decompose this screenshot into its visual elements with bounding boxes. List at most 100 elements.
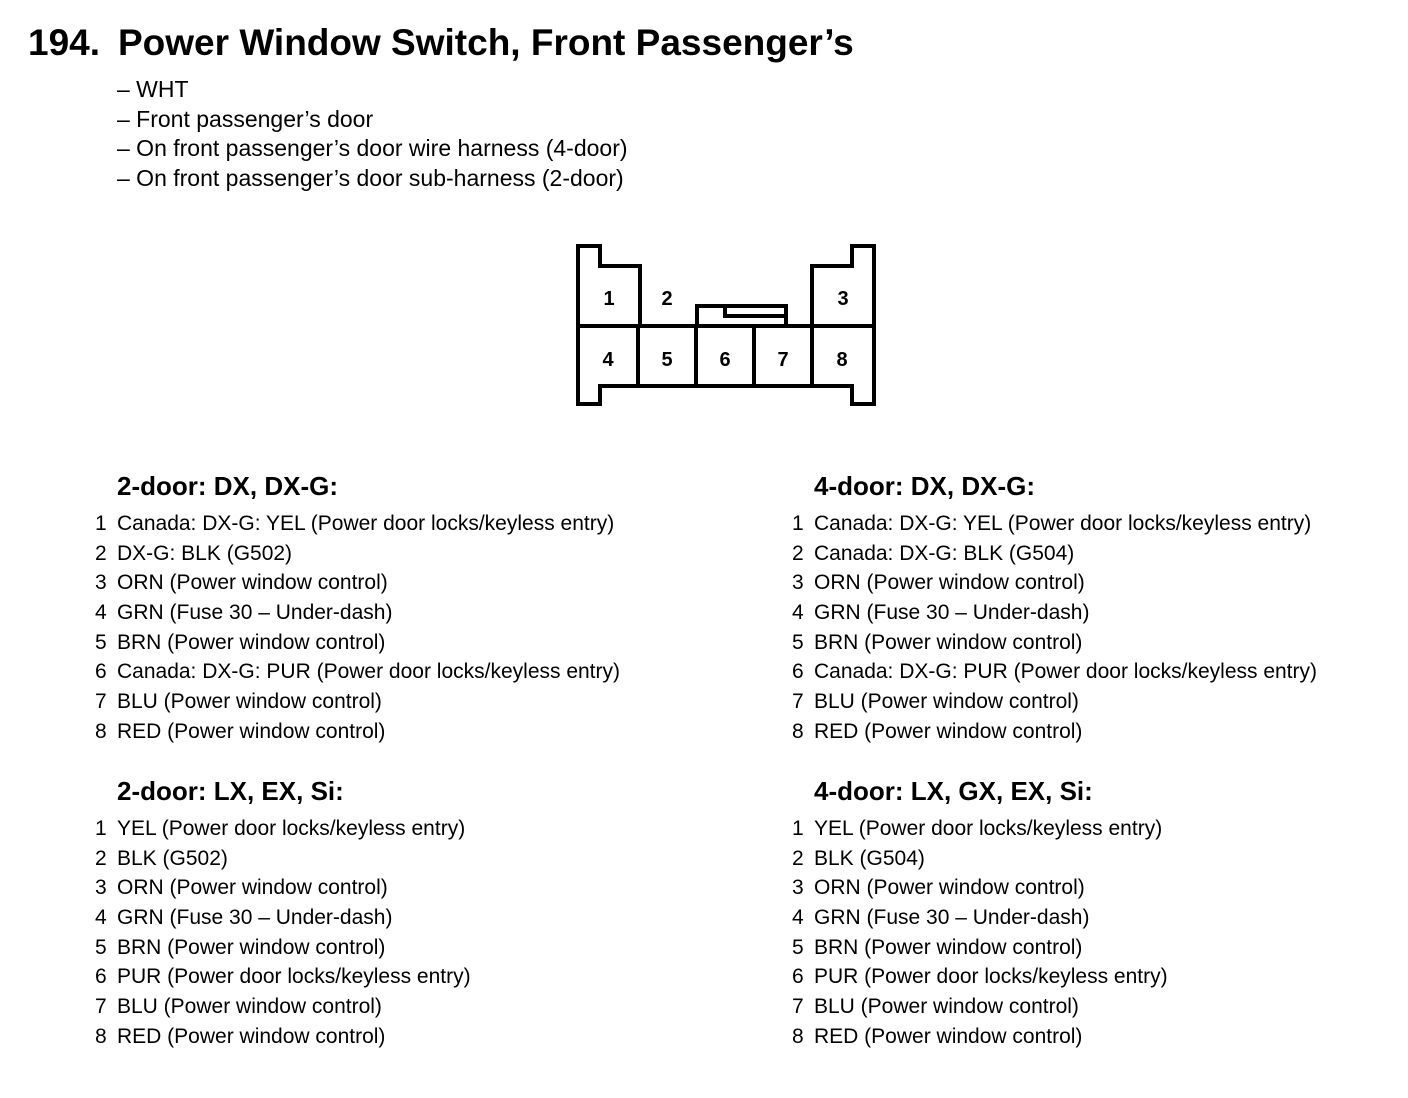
pin-row: 2 DX-G: BLK (G502)	[95, 539, 620, 569]
wire-desc: BLK (G502)	[117, 846, 228, 870]
pin-number: 5	[95, 935, 107, 959]
wire-desc: RED (Power window control)	[814, 719, 1083, 743]
pin-number: 2	[95, 541, 107, 565]
pin-label-7: 7	[777, 349, 788, 371]
pin-label-8: 8	[836, 349, 847, 371]
pin-number: 1	[95, 512, 107, 535]
pin-number: 1	[792, 512, 804, 535]
pin-row: 8 RED (Power window control)	[792, 717, 1317, 747]
wire-desc: RED (Power window control)	[814, 1024, 1083, 1048]
pin-number: 5	[792, 935, 804, 959]
wire-desc: BLU (Power window control)	[117, 690, 382, 714]
pin-row: 1 Canada: DX-G: YEL (Power door locks/key…	[792, 509, 1317, 539]
wire-desc: ORN (Power window control)	[814, 571, 1085, 595]
page-title: 194.Power Window Switch, Front Passenger…	[28, 22, 854, 64]
wire-desc: Canada: DX-G: BLK (G504)	[814, 541, 1075, 565]
wire-desc: ORN (Power window control)	[117, 876, 388, 900]
pin-row: 6 Canada: DX-G: PUR (Power door locks/key…	[95, 657, 620, 687]
wire-desc: GRN (Fuse 30 – Under-dash)	[814, 906, 1090, 930]
wire-desc: Canada: DX-G: PUR (Power door locks/keyl…	[814, 660, 1318, 684]
pin-number: 6	[95, 660, 107, 684]
pin-row: 3 ORN (Power window control)	[95, 873, 471, 903]
pin-number: 4	[792, 906, 804, 930]
pin-number: 6	[792, 965, 804, 989]
pin-number: 4	[792, 601, 804, 625]
pin-row: 4 GRN (Fuse 30 – Under-dash)	[792, 903, 1168, 933]
section-heading: 4-door: DX, DX-G:	[814, 471, 1035, 501]
note-harness-4door: – On front passenger’s door wire harness…	[117, 135, 628, 161]
wire-desc: Canada: DX-G: YEL (Power door locks/keyl…	[814, 512, 1312, 535]
wire-desc: Canada: DX-G: YEL (Power door locks/keyl…	[117, 512, 615, 535]
section-heading: 2-door: DX, DX-G:	[117, 471, 338, 501]
pin-number: 2	[792, 541, 804, 565]
wire-desc: GRN (Fuse 30 – Under-dash)	[117, 601, 393, 625]
wire-desc: ORN (Power window control)	[117, 571, 388, 595]
pin-number: 1	[792, 817, 804, 840]
pin-row: 3 ORN (Power window control)	[95, 568, 620, 598]
pin-row: 7 BLU (Power window control)	[95, 992, 471, 1022]
wire-desc: BLU (Power window control)	[117, 995, 382, 1019]
pin-label-6: 6	[719, 349, 730, 371]
wire-desc: PUR (Power door locks/keyless entry)	[814, 965, 1168, 989]
connector-notes: – WHT – Front passenger’s door – On fron…	[117, 75, 628, 193]
pin-number: 8	[792, 719, 804, 743]
wire-desc: GRN (Fuse 30 – Under-dash)	[814, 601, 1090, 625]
pin-row: 1 Canada: DX-G: YEL (Power door locks/key…	[95, 509, 620, 539]
note-location: – Front passenger’s door	[117, 105, 374, 132]
pin-number: 3	[95, 571, 107, 595]
pin-label-1: 1	[603, 288, 614, 310]
pin-number: 6	[95, 965, 107, 989]
wire-desc: DX-G: BLK (G502)	[117, 541, 293, 565]
pin-number: 8	[95, 719, 107, 743]
section-heading: 2-door: LX, EX, Si:	[117, 776, 344, 806]
wire-desc: BLK (G504)	[814, 846, 925, 870]
pin-number: 7	[95, 995, 107, 1019]
pin-row: 4 GRN (Fuse 30 – Under-dash)	[792, 598, 1317, 628]
pin-number: 3	[95, 876, 107, 900]
pin-row: 5 BRN (Power window control)	[792, 933, 1168, 963]
note-harness-2door: – On front passenger’s door sub-harness …	[117, 164, 624, 191]
pin-label-2: 2	[661, 288, 672, 310]
wire-desc: Canada: DX-G: PUR (Power door locks/keyl…	[117, 660, 621, 684]
note-color: – WHT	[117, 76, 189, 102]
pin-row: 8 RED (Power window control)	[792, 1022, 1168, 1052]
wire-desc: BRN (Power window control)	[814, 935, 1083, 959]
wire-desc: RED (Power window control)	[117, 719, 386, 743]
component-number: 194.	[28, 22, 101, 63]
pin-row: 6 PUR (Power door locks/keyless entry)	[792, 962, 1168, 992]
pin-number: 5	[95, 630, 107, 654]
wire-desc: GRN (Fuse 30 – Under-dash)	[117, 906, 393, 930]
wire-desc: BRN (Power window control)	[814, 630, 1083, 654]
pin-row: 2 BLK (G502)	[95, 844, 471, 874]
wire-desc: PUR (Power door locks/keyless entry)	[117, 965, 471, 989]
pin-number: 2	[95, 846, 107, 870]
section-heading: 4-door: LX, GX, EX, Si:	[814, 776, 1093, 806]
section-2door-dx: 2-door: DX, DX-G: 1 Canada: DX-G: YEL (Po…	[95, 470, 620, 747]
pin-number: 3	[792, 876, 804, 900]
wire-desc: YEL (Power door locks/keyless entry)	[117, 817, 466, 840]
section-4door-dx: 4-door: DX, DX-G: 1 Canada: DX-G: YEL (Po…	[792, 470, 1317, 747]
pin-row: 6 PUR (Power door locks/keyless entry)	[95, 962, 471, 992]
pin-label-5: 5	[661, 349, 672, 371]
pin-number: 8	[792, 1024, 804, 1048]
pin-label-3: 3	[837, 288, 848, 310]
wire-desc: BLU (Power window control)	[814, 995, 1079, 1019]
pin-number: 2	[792, 846, 804, 870]
pin-row: 2 BLK (G504)	[792, 844, 1168, 874]
connector-diagram: 1 2 3 4 5 6 7 8	[576, 244, 876, 406]
